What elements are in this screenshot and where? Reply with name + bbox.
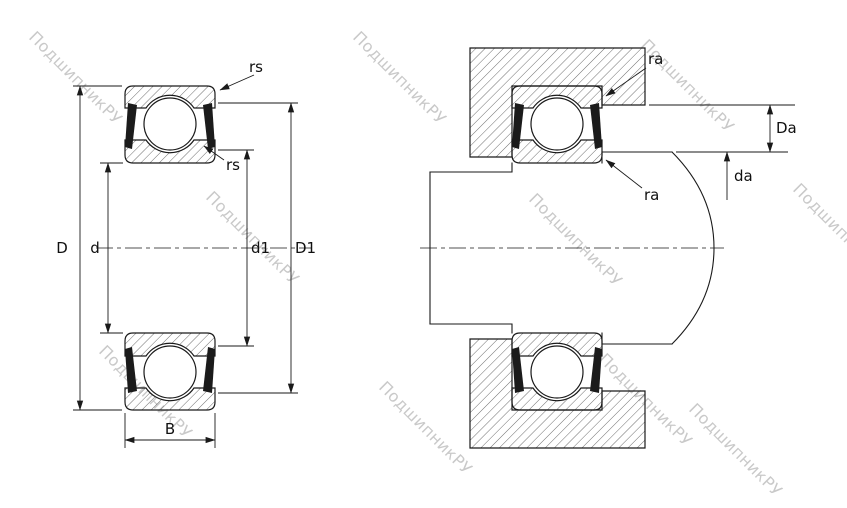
housing-top-section [469,47,646,158]
right-view-mounting: ra ra Da da [420,47,797,449]
dimension-d1: d1 [218,149,270,347]
leader-ra-inner [605,159,643,189]
watermark-text: ПодшипникРУ [375,377,476,478]
leader-rs-inner [203,145,225,161]
dim-label-ra-inner: ra [644,186,659,204]
dim-label-rs-outer: rs [249,58,263,76]
dimension-ra-outer: ra [605,50,663,97]
dimension-B: B [124,413,216,448]
dim-label-Da: Da [776,119,797,137]
leader-rs-outer [219,74,255,91]
watermark-text: ПодшипникРУ [525,189,626,290]
watermark-text: ПодшипникРУ [25,27,126,128]
dim-label-d1: d1 [251,239,270,257]
dim-label-D1: D1 [295,239,316,257]
extension-lines-D1 [218,102,298,394]
dim-label-rs-inner: rs [226,156,240,174]
dim-label-D: D [56,239,68,257]
dimension-d: d [90,162,123,334]
dimension-Da: Da [649,104,797,153]
dim-label-d: d [90,239,100,257]
dimension-ra-inner: ra [605,159,659,204]
leader-ra-outer [605,67,647,97]
watermark-text: ПодшипникРУ [685,399,786,500]
dim-label-ra-outer: ra [648,50,663,68]
dimension-rs-outer: rs [219,58,263,91]
shaft-bottom-line [429,323,513,334]
shaft-shoulder-top [601,151,673,164]
dimension-da: da [723,151,753,200]
shaft-shoulder-bottom [601,332,673,345]
extension-lines-d [100,162,123,334]
watermark-text: ПодшипникРУ [789,179,847,280]
dimension-D1: D1 [218,102,316,394]
left-view-bearing-section: D d d1 D1 B rs [56,58,316,448]
dimension-rs-inner: rs [203,145,240,174]
dim-label-da: da [734,167,753,185]
dim-label-B: B [165,420,175,438]
watermark-text: ПодшипникРУ [349,27,450,128]
watermark-text: ПодшипникРУ [202,187,303,288]
housing-bottom-section [469,338,646,449]
dimension-D: D [56,85,122,411]
shaft-top-line [429,162,513,173]
